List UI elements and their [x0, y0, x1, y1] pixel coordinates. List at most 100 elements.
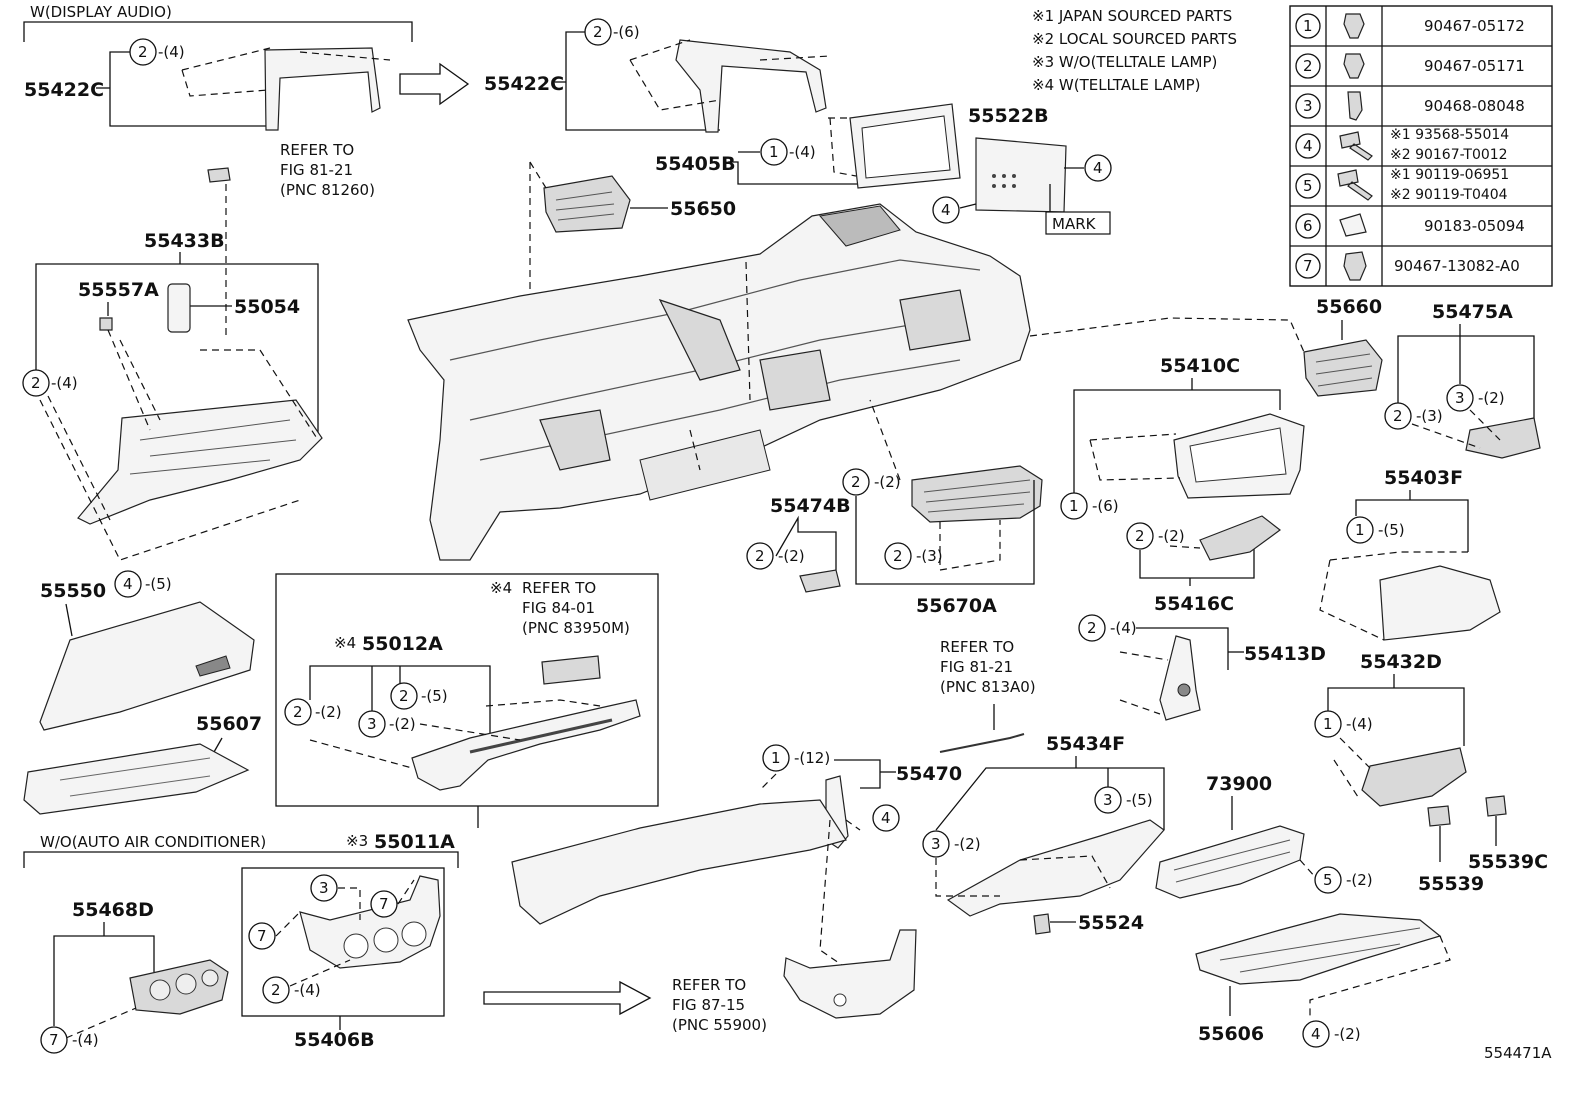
part-55650[interactable]: 55650 — [670, 198, 736, 220]
clip-55557A — [99, 317, 113, 331]
cover-55413D — [1159, 635, 1201, 721]
switch-55539 — [1427, 805, 1451, 827]
part-55054[interactable]: 55054 — [234, 296, 300, 318]
part-55405B[interactable]: 55405B — [655, 153, 736, 175]
part-55422C-right[interactable]: 55422C — [484, 73, 564, 95]
part-55468D[interactable]: 55468D — [72, 899, 154, 921]
svg-text:1: 1 — [769, 143, 779, 161]
screw-icon — [1337, 169, 1373, 201]
legend-notes: ※1 JAPAN SOURCED PARTS ※2 LOCAL SOURCED … — [1032, 7, 1237, 94]
part-55416C[interactable]: 55416C — [1154, 593, 1234, 615]
part-55413D[interactable]: 55413D — [1244, 643, 1326, 665]
part-55403F[interactable]: 55403F — [1384, 467, 1463, 489]
callout-2-6: 2 -(6) — [584, 18, 640, 46]
svg-text:2: 2 — [1393, 407, 1403, 425]
svg-text:-(2): -(2) — [1346, 871, 1373, 889]
table-row: 3 90468-08048 — [1295, 91, 1525, 121]
connector-81260 — [207, 167, 231, 183]
ref-87-l2: FIG 87-15 — [672, 996, 745, 1014]
ref-81260-l2: FIG 81-21 — [280, 161, 353, 179]
trim-55900 — [783, 929, 917, 1019]
svg-text:7: 7 — [257, 927, 267, 945]
clip-55524 — [1033, 913, 1051, 935]
under-cover-55606 — [1195, 913, 1442, 985]
figure-id: 554471A — [1484, 1044, 1552, 1062]
callout-7-55406B-a: 7 — [370, 890, 398, 918]
ref84-l2: FIG 84-01 — [522, 599, 595, 617]
cluster-55410C-group: 55410C 1 -(6) — [1060, 355, 1305, 520]
callout-1-4-55432D: 1 -(4) — [1314, 710, 1373, 738]
panel-55432D — [1361, 747, 1467, 807]
vent-55660-group: 55660 55475A 3 -(2) 2 -(3) — [1029, 296, 1541, 459]
part-55422C-left[interactable]: 55422C — [24, 79, 104, 101]
table-row: 6 90183-05094 — [1295, 213, 1525, 239]
part-55522B[interactable]: 55522B — [968, 105, 1049, 127]
register-55670A — [911, 465, 1043, 523]
part-55475A[interactable]: 55475A — [1432, 301, 1513, 323]
svg-text:-(5): -(5) — [145, 575, 172, 593]
svg-text:5: 5 — [1323, 871, 1333, 889]
cover-55403F — [1379, 565, 1501, 641]
part-55557A[interactable]: 55557A — [78, 279, 159, 301]
display-frame-group: 55405B 1 -(4) 55522B 4 4 MARK — [655, 103, 1112, 235]
part-73900[interactable]: 73900 — [1206, 773, 1272, 795]
cover-55413D-group: 2 -(4) 55413D — [1078, 614, 1326, 721]
callout-2-4-a: 2 -(4) — [129, 38, 185, 66]
part-55011A[interactable]: 55011A — [374, 831, 455, 853]
ref-813A0-l1: REFER TO — [940, 638, 1014, 656]
svg-text:4: 4 — [1303, 137, 1313, 155]
svg-text:-(5): -(5) — [1378, 521, 1405, 539]
wo-auto-ac-label: W/O(AUTO AIR CONDITIONER) — [40, 833, 266, 851]
svg-text:4: 4 — [1311, 1025, 1321, 1043]
part-55474B[interactable]: 55474B — [770, 495, 851, 517]
part-55524[interactable]: 55524 — [1078, 912, 1144, 934]
part-55539[interactable]: 55539 — [1418, 873, 1484, 895]
part-55433B[interactable]: 55433B — [144, 230, 225, 252]
part-55550[interactable]: 55550 — [40, 580, 106, 602]
svg-text:-(5): -(5) — [421, 687, 448, 705]
part-55670A[interactable]: 55670A — [916, 595, 997, 617]
part-55432D[interactable]: 55432D — [1360, 651, 1442, 673]
svg-text:2: 2 — [399, 687, 409, 705]
part-55012A[interactable]: 55012A — [362, 633, 443, 655]
callout-2-4-55406B: 2 -(4) — [262, 976, 321, 1004]
cover-55403F-group: 55403F 1 -(5) — [1319, 467, 1501, 641]
part-55607[interactable]: 55607 — [196, 713, 262, 735]
part-55606[interactable]: 55606 — [1198, 1023, 1264, 1045]
part-55470[interactable]: 55470 — [896, 763, 962, 785]
svg-text:4: 4 — [941, 201, 951, 219]
damper-55054 — [167, 283, 191, 333]
svg-text:2: 2 — [755, 547, 765, 565]
svg-text:-(2): -(2) — [874, 473, 901, 491]
lower-panel-55470 — [511, 799, 847, 925]
note-4: ※4 W(TELLTALE LAMP) — [1032, 76, 1201, 94]
svg-text:2: 2 — [271, 981, 281, 999]
svg-text:5: 5 — [1303, 177, 1313, 195]
callout-4-2-55606: 4 -(2) — [1302, 1020, 1361, 1048]
svg-text:-(2): -(2) — [1158, 527, 1185, 545]
glovebox-55550 — [39, 601, 255, 731]
part-55434F[interactable]: 55434F — [1046, 733, 1125, 755]
fastener-part-2: 90467-05171 — [1424, 57, 1525, 75]
svg-text:-(4): -(4) — [1346, 715, 1373, 733]
svg-text:3: 3 — [931, 835, 941, 853]
svg-text:-(2): -(2) — [954, 835, 981, 853]
part-55406B[interactable]: 55406B — [294, 1029, 375, 1051]
svg-text:1: 1 — [771, 749, 781, 767]
svg-text:2: 2 — [893, 547, 903, 565]
transition-arrow-bottom — [483, 980, 652, 1016]
callout-3-2-55434F: 3 -(2) — [922, 830, 981, 858]
fastener-part-7: 90467-13082-A0 — [1394, 257, 1520, 275]
part-55410C[interactable]: 55410C — [1160, 355, 1240, 377]
part-55539C[interactable]: 55539C — [1468, 851, 1548, 873]
svg-text:-(3): -(3) — [1416, 407, 1443, 425]
callout-2-2-55670A: 2 -(2) — [842, 468, 901, 496]
cover-55416C-group: 2 -(2) 55416C — [1126, 515, 1281, 615]
svg-text:-(2): -(2) — [1478, 389, 1505, 407]
knee-airbag-73900 — [1155, 825, 1305, 899]
ref84-l1: REFER TO — [522, 579, 596, 597]
display-audio-group: W(DISPLAY AUDIO) 55422C 2 -(4) REFER TO … — [23, 3, 470, 338]
fastener-part-5b: ※2 90119-T0404 — [1390, 187, 1508, 203]
ref84-mark: ※4 — [490, 579, 512, 597]
part-55660[interactable]: 55660 — [1316, 296, 1382, 318]
